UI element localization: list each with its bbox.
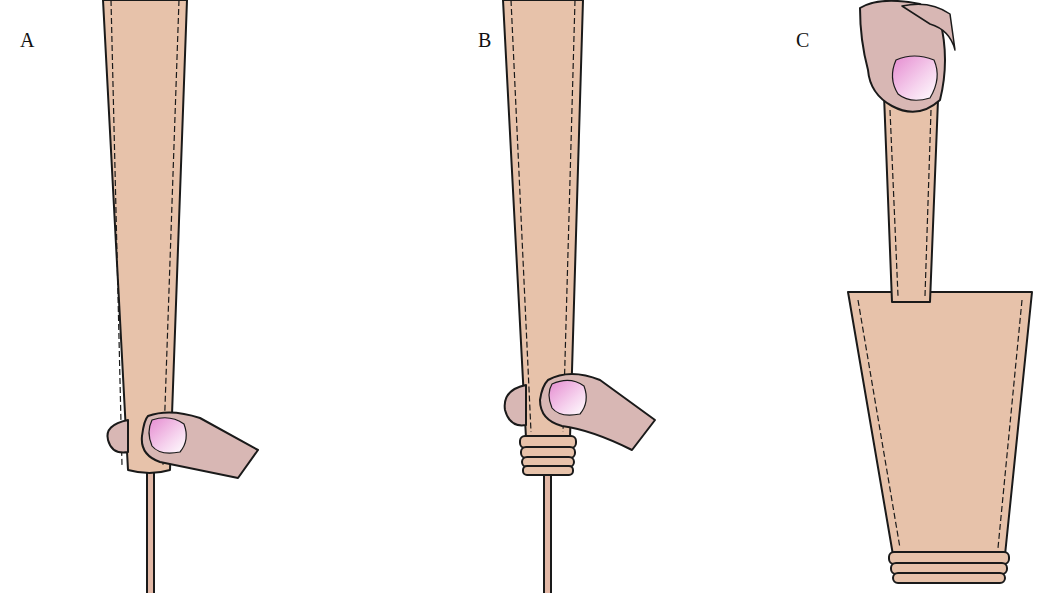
panel-letter: C	[796, 30, 809, 50]
fingernail	[149, 418, 186, 453]
panel-letter: B	[478, 30, 491, 50]
finger	[142, 412, 258, 478]
tube	[103, 0, 187, 473]
fingernail	[892, 56, 937, 100]
panel-letter: A	[20, 30, 34, 50]
thumb	[505, 385, 526, 425]
inner-tube	[883, 88, 939, 302]
rolled-rim	[889, 552, 1009, 583]
fingernail	[549, 380, 586, 415]
finger	[540, 374, 655, 450]
rod	[544, 470, 551, 593]
rod	[147, 470, 154, 593]
thumb	[107, 420, 128, 453]
thumb	[902, 4, 955, 50]
tube	[848, 292, 1032, 555]
rolled-rim	[520, 436, 576, 475]
tube	[503, 0, 583, 438]
